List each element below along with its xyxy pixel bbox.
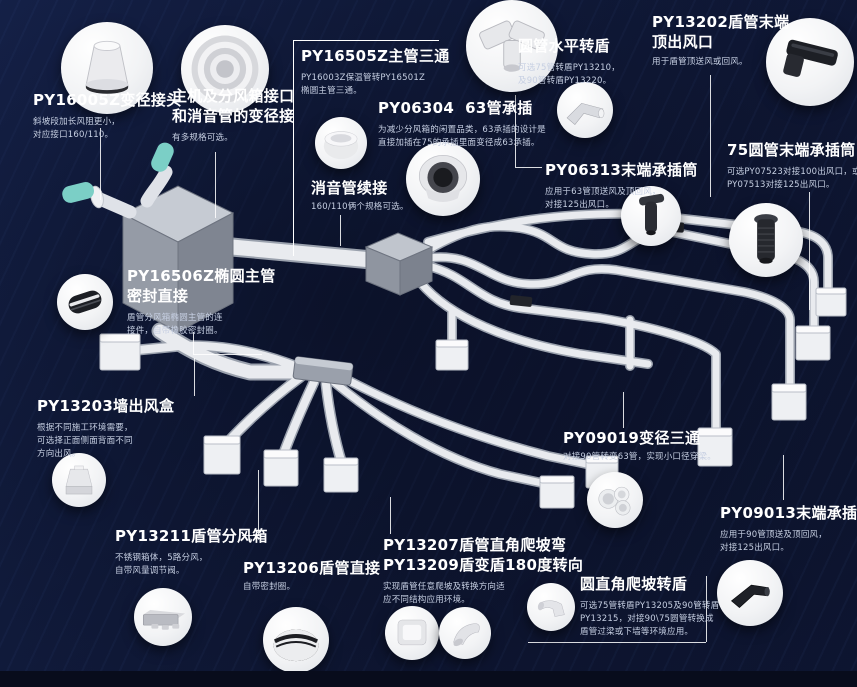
leader-line xyxy=(215,152,216,218)
product-title: 顶出风口 xyxy=(652,33,714,51)
leader-line xyxy=(623,392,624,428)
wall-outlet-box-photo-icon xyxy=(52,453,106,507)
black-threaded-cylinder-photo-icon xyxy=(729,203,803,277)
socket63-photo-icon xyxy=(406,142,480,216)
product-title: PY06304 63管承插 xyxy=(378,99,533,117)
steel-manifold-photo-icon xyxy=(134,588,192,646)
product-desc-line: 应用于90管顶送及顶回风， xyxy=(720,530,827,540)
tee-pipes-photo-icon xyxy=(587,472,643,528)
callout-round-climb: 圆直角爬坡转盾 可选75管转盾PY13205及90管转盾 PY13215，对接9… xyxy=(580,574,719,639)
product-desc-line: 接件，自带橡胶密封圈。 xyxy=(127,326,223,336)
product-title: PY13203墙出风盒 xyxy=(37,397,175,415)
product-title: PY13209盾变盾180度转向 xyxy=(383,556,584,574)
leader-line xyxy=(710,75,711,197)
callout-py06313: PY06313末端承插筒 应用于63管顶送风及顶回风， 对接125出风口。 xyxy=(545,160,698,212)
callout-py06304: PY06304 63管承插 为减少分风箱的闲置品类，63承插的设计是 直接加插在… xyxy=(378,98,546,150)
black-elbow-photo-icon xyxy=(717,560,783,626)
product-desc-line: 对接125出风口。 xyxy=(545,200,615,210)
leader-line xyxy=(390,497,391,534)
product-desc-line: 应不同结构应用环境。 xyxy=(383,595,471,605)
product-title: PY09019变径三通 xyxy=(563,429,701,447)
product-desc-line: 对接125出风口。 xyxy=(720,543,790,553)
product-title: PY06313末端承插筒 xyxy=(545,161,698,179)
callout-py13206: PY13206盾管直接 自带密封圈。 xyxy=(243,558,380,594)
product-title: 消音管续接 xyxy=(311,179,388,197)
callout-py16506z: PY16506Z椭圆主管 密封直接 盾管分风箱椭圆主管的连 接件，自带橡胶密封圈… xyxy=(127,266,276,338)
product-desc-line: 可选择正面侧面背面不同 xyxy=(37,436,133,446)
shield-direct-photo-icon xyxy=(263,607,329,673)
product-desc-line: 用于盾管顶送风或回风。 xyxy=(652,57,748,67)
product-desc-line: 椭圆主管三通。 xyxy=(301,86,362,96)
product-desc-line: 为减少分风箱的闲置品类，63承插的设计是 xyxy=(378,125,546,135)
callout-muffler-joint: 消音管续接 160/110俩个规格可选。 xyxy=(311,178,409,214)
product-title: PY13207盾管直角爬坡弯 xyxy=(383,536,567,554)
angled-pipe-photo-icon xyxy=(557,82,613,138)
callout-py09013: PY09013末端承插筒 应用于90管顶送及顶回风， 对接125出风口。 xyxy=(720,503,857,555)
product-desc-line: PY16003Z保温管转PY16501Z xyxy=(301,73,425,83)
callout-py09019: PY09019变径三通 对接90管转变63管，实现小口径穿梁。 xyxy=(563,428,716,464)
product-desc-line: PY07513对接125出风口。 xyxy=(727,180,835,190)
product-desc-line: 应用于63管顶送风及顶回风， xyxy=(545,187,661,197)
leader-line xyxy=(528,642,706,643)
callout-py13207-09: PY13207盾管直角爬坡弯 PY13209盾变盾180度转向 实现盾管任意爬坡… xyxy=(383,535,583,607)
product-desc-line: 可选PY07523对接100出风口，或 xyxy=(727,167,857,177)
product-desc-line: 160/110俩个规格可选。 xyxy=(311,202,409,212)
product-desc-line: 有多规格可选。 xyxy=(172,133,233,143)
product-desc-line: 实现盾管任意爬坡及转换方向适 xyxy=(383,582,505,592)
muffler-joint-photo-icon xyxy=(315,117,367,169)
product-title: 密封直接 xyxy=(127,287,189,305)
product-desc-line: 自带密封圈。 xyxy=(243,582,296,592)
product-title: 75圆管末端承插筒 xyxy=(727,141,856,159)
footer-bar xyxy=(0,671,857,687)
leader-line xyxy=(194,358,195,396)
square-cup-photo-icon xyxy=(385,606,439,660)
callout-host-adapter: 主机及分风箱接口 和消音管的变径接 有多规格可选。 xyxy=(172,86,294,145)
product-title: 和消音管的变径接 xyxy=(172,107,295,125)
product-title: 圆直角爬坡转盾 xyxy=(580,575,688,593)
oval-seal-photo-icon xyxy=(57,274,113,330)
product-desc-line: 斜坡段加长风阻更小， xyxy=(33,117,121,127)
product-title: PY13206盾管直接 xyxy=(243,559,381,577)
product-desc-line: 对接90管转变63管，实现小口径穿梁。 xyxy=(563,452,716,462)
leader-line xyxy=(783,455,784,500)
product-desc-line: 直接加插在75的承插里面变径成63承插。 xyxy=(378,138,540,148)
callout-py16005z: PY16005Z变径接头 斜坡段加长风阻更小， 对应接口160/110。 xyxy=(33,90,182,142)
callout-round-horizontal: 圆管水平转盾 可选75管转盾PY13210， 及90管转盾PY13220。 xyxy=(518,36,620,88)
product-desc-line: 对应接口160/110。 xyxy=(33,130,114,140)
product-title: PY16505Z主管三通 xyxy=(301,47,450,65)
product-title: PY09013末端承插筒 xyxy=(720,504,857,522)
product-title: PY16506Z椭圆主管 xyxy=(127,267,276,285)
callout-py16505z: PY16505Z主管三通 PY16003Z保温管转PY16501Z 椭圆主管三通… xyxy=(301,46,450,98)
product-desc-line: 可选75管转盾PY13210， xyxy=(518,63,620,73)
product-title: 圆管水平转盾 xyxy=(518,37,610,55)
product-desc-line: 可选75管转盾PY13205及90管转盾 xyxy=(580,601,720,611)
product-title: 主机及分风箱接口 xyxy=(172,87,295,105)
product-desc-line: PY13215，对接90\75圆管转换成 xyxy=(580,614,714,624)
leader-line xyxy=(193,354,262,355)
product-desc-line: 根据不同施工环境需要， xyxy=(37,423,133,433)
callout-py75-socket: 75圆管末端承插筒 可选PY07523对接100出风口，或 PY07513对接1… xyxy=(727,140,857,192)
product-desc-line: 方向出风。 xyxy=(37,449,81,459)
shield-bend-photo-icon xyxy=(439,607,491,659)
product-desc-line: 盾管分风箱椭圆主管的连 xyxy=(127,313,223,323)
leader-line xyxy=(340,215,341,246)
callout-py13203: PY13203墙出风盒 根据不同施工环境需要， 可选择正面侧面背面不同 方向出风… xyxy=(37,396,174,461)
product-title: PY13211盾管分风箱 xyxy=(115,527,268,545)
product-title: PY16005Z变径接头 xyxy=(33,91,182,109)
callout-py13202: PY13202盾管末端 顶出风口 用于盾管顶送风或回风。 xyxy=(652,12,789,69)
product-desc-line: 及90管转盾PY13220。 xyxy=(518,76,612,86)
product-title: PY13202盾管末端 xyxy=(652,13,790,31)
leader-line xyxy=(515,167,542,168)
product-desc-line: 盾管过梁或下墙等环境应用。 xyxy=(580,627,694,637)
leader-line xyxy=(809,192,810,310)
